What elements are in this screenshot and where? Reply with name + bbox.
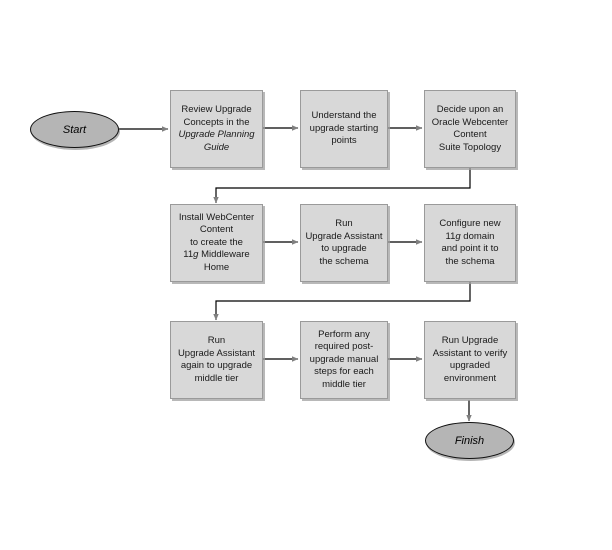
node-step9-label: Run Upgrade Assistant to verify upgraded…	[429, 335, 511, 385]
node-step7[interactable]: Run Upgrade Assistant again to upgrade m…	[170, 321, 263, 399]
node-start-label: Start	[62, 123, 87, 136]
edge-step3-to-step4	[213, 168, 471, 204]
node-step7-line1: Run	[207, 335, 226, 346]
node-step4-line3: to create the	[190, 236, 243, 248]
node-step5-label: Run Upgrade Assistant to upgrade the sch…	[305, 218, 383, 268]
node-step3[interactable]: Decide upon an Oracle Webcenter Content …	[424, 90, 516, 168]
node-step2-label: Understand the upgrade starting points	[305, 110, 383, 148]
node-step3-line2: Oracle Webcenter	[431, 116, 509, 128]
node-step2-line2: upgrade starting	[309, 122, 379, 134]
node-step4-line4-italic: g	[193, 249, 199, 261]
node-step1-label: Review Upgrade Concepts in the Upgrade P…	[175, 104, 258, 154]
node-step6-line2: 11g domain	[446, 231, 495, 242]
node-step8-label: Perform any required post- upgrade manua…	[305, 329, 383, 392]
node-step6-line2-post: domain	[460, 230, 495, 242]
node-step9-line3: upgraded	[449, 360, 491, 371]
node-step8-line3: upgrade manual	[309, 353, 379, 365]
node-step1[interactable]: Review Upgrade Concepts in the Upgrade P…	[170, 90, 263, 168]
node-step4-label: Install WebCenter Content to create the …	[175, 212, 258, 275]
node-step7-line4: middle tier	[194, 372, 239, 384]
node-step8-line1: Perform any	[318, 328, 370, 340]
node-step5-line4: the schema	[319, 255, 369, 267]
node-step9-line2: Assistant to verify	[432, 347, 508, 359]
node-step4-line1: Install WebCenter	[178, 211, 255, 223]
node-step6-line1: Configure new	[439, 218, 501, 229]
node-start[interactable]: Start	[30, 111, 119, 148]
node-step5-line2: Upgrade Assistant	[305, 230, 383, 242]
node-step2[interactable]: Understand the upgrade starting points	[300, 90, 388, 168]
node-step1-line1: Review Upgrade	[181, 104, 252, 115]
edge-step6-to-step7	[213, 282, 471, 321]
node-step4-line5: Home	[203, 261, 230, 273]
node-step7-label: Run Upgrade Assistant again to upgrade m…	[175, 335, 258, 385]
node-finish-label: Finish	[454, 434, 485, 447]
node-step6-label: Configure new 11g domain and point it to…	[429, 218, 511, 268]
node-step4-line2: Content	[199, 224, 234, 236]
node-step1-line2: Concepts in the	[183, 116, 250, 128]
node-step5[interactable]: Run Upgrade Assistant to upgrade the sch…	[300, 204, 388, 282]
node-step8-line2: required post-	[314, 341, 374, 353]
node-step1-line4: Guide	[203, 141, 230, 153]
node-step3-line3: Content	[453, 129, 487, 140]
node-finish[interactable]: Finish	[425, 422, 514, 459]
node-step7-line2: Upgrade Assistant	[177, 347, 256, 359]
node-step6-line2-pre: 11	[445, 230, 456, 242]
node-step5-line1: Run	[335, 218, 353, 229]
node-step3-line1: Decide upon an	[436, 104, 504, 115]
node-step7-line3: again to upgrade	[180, 360, 253, 371]
node-step4-line4: 11g Middleware	[183, 249, 249, 260]
node-step2-line1: Understand the	[311, 110, 377, 122]
node-step9-line1: Run Upgrade	[441, 335, 499, 346]
node-step6-line2-italic: g	[455, 230, 461, 242]
node-step9[interactable]: Run Upgrade Assistant to verify upgraded…	[424, 321, 516, 399]
node-step4-line4-pre: 11	[183, 249, 194, 261]
node-step9-line4: environment	[443, 372, 497, 384]
node-step4-line4-post: Middleware	[198, 249, 250, 261]
node-step8[interactable]: Perform any required post- upgrade manua…	[300, 321, 388, 399]
node-step8-line5: middle tier	[322, 378, 366, 390]
node-step3-label: Decide upon an Oracle Webcenter Content …	[429, 104, 511, 154]
node-step1-line3: Upgrade Planning	[178, 129, 255, 140]
node-step4[interactable]: Install WebCenter Content to create the …	[170, 204, 263, 282]
node-step3-line4: Suite Topology	[438, 141, 502, 153]
node-step6-line3: and point it to	[441, 243, 499, 254]
node-step2-line3: points	[331, 135, 357, 147]
node-step5-line3: to upgrade	[321, 243, 367, 254]
node-step6-line4: the schema	[445, 255, 495, 267]
node-step6[interactable]: Configure new 11g domain and point it to…	[424, 204, 516, 282]
node-step8-line4: steps for each	[314, 366, 374, 378]
